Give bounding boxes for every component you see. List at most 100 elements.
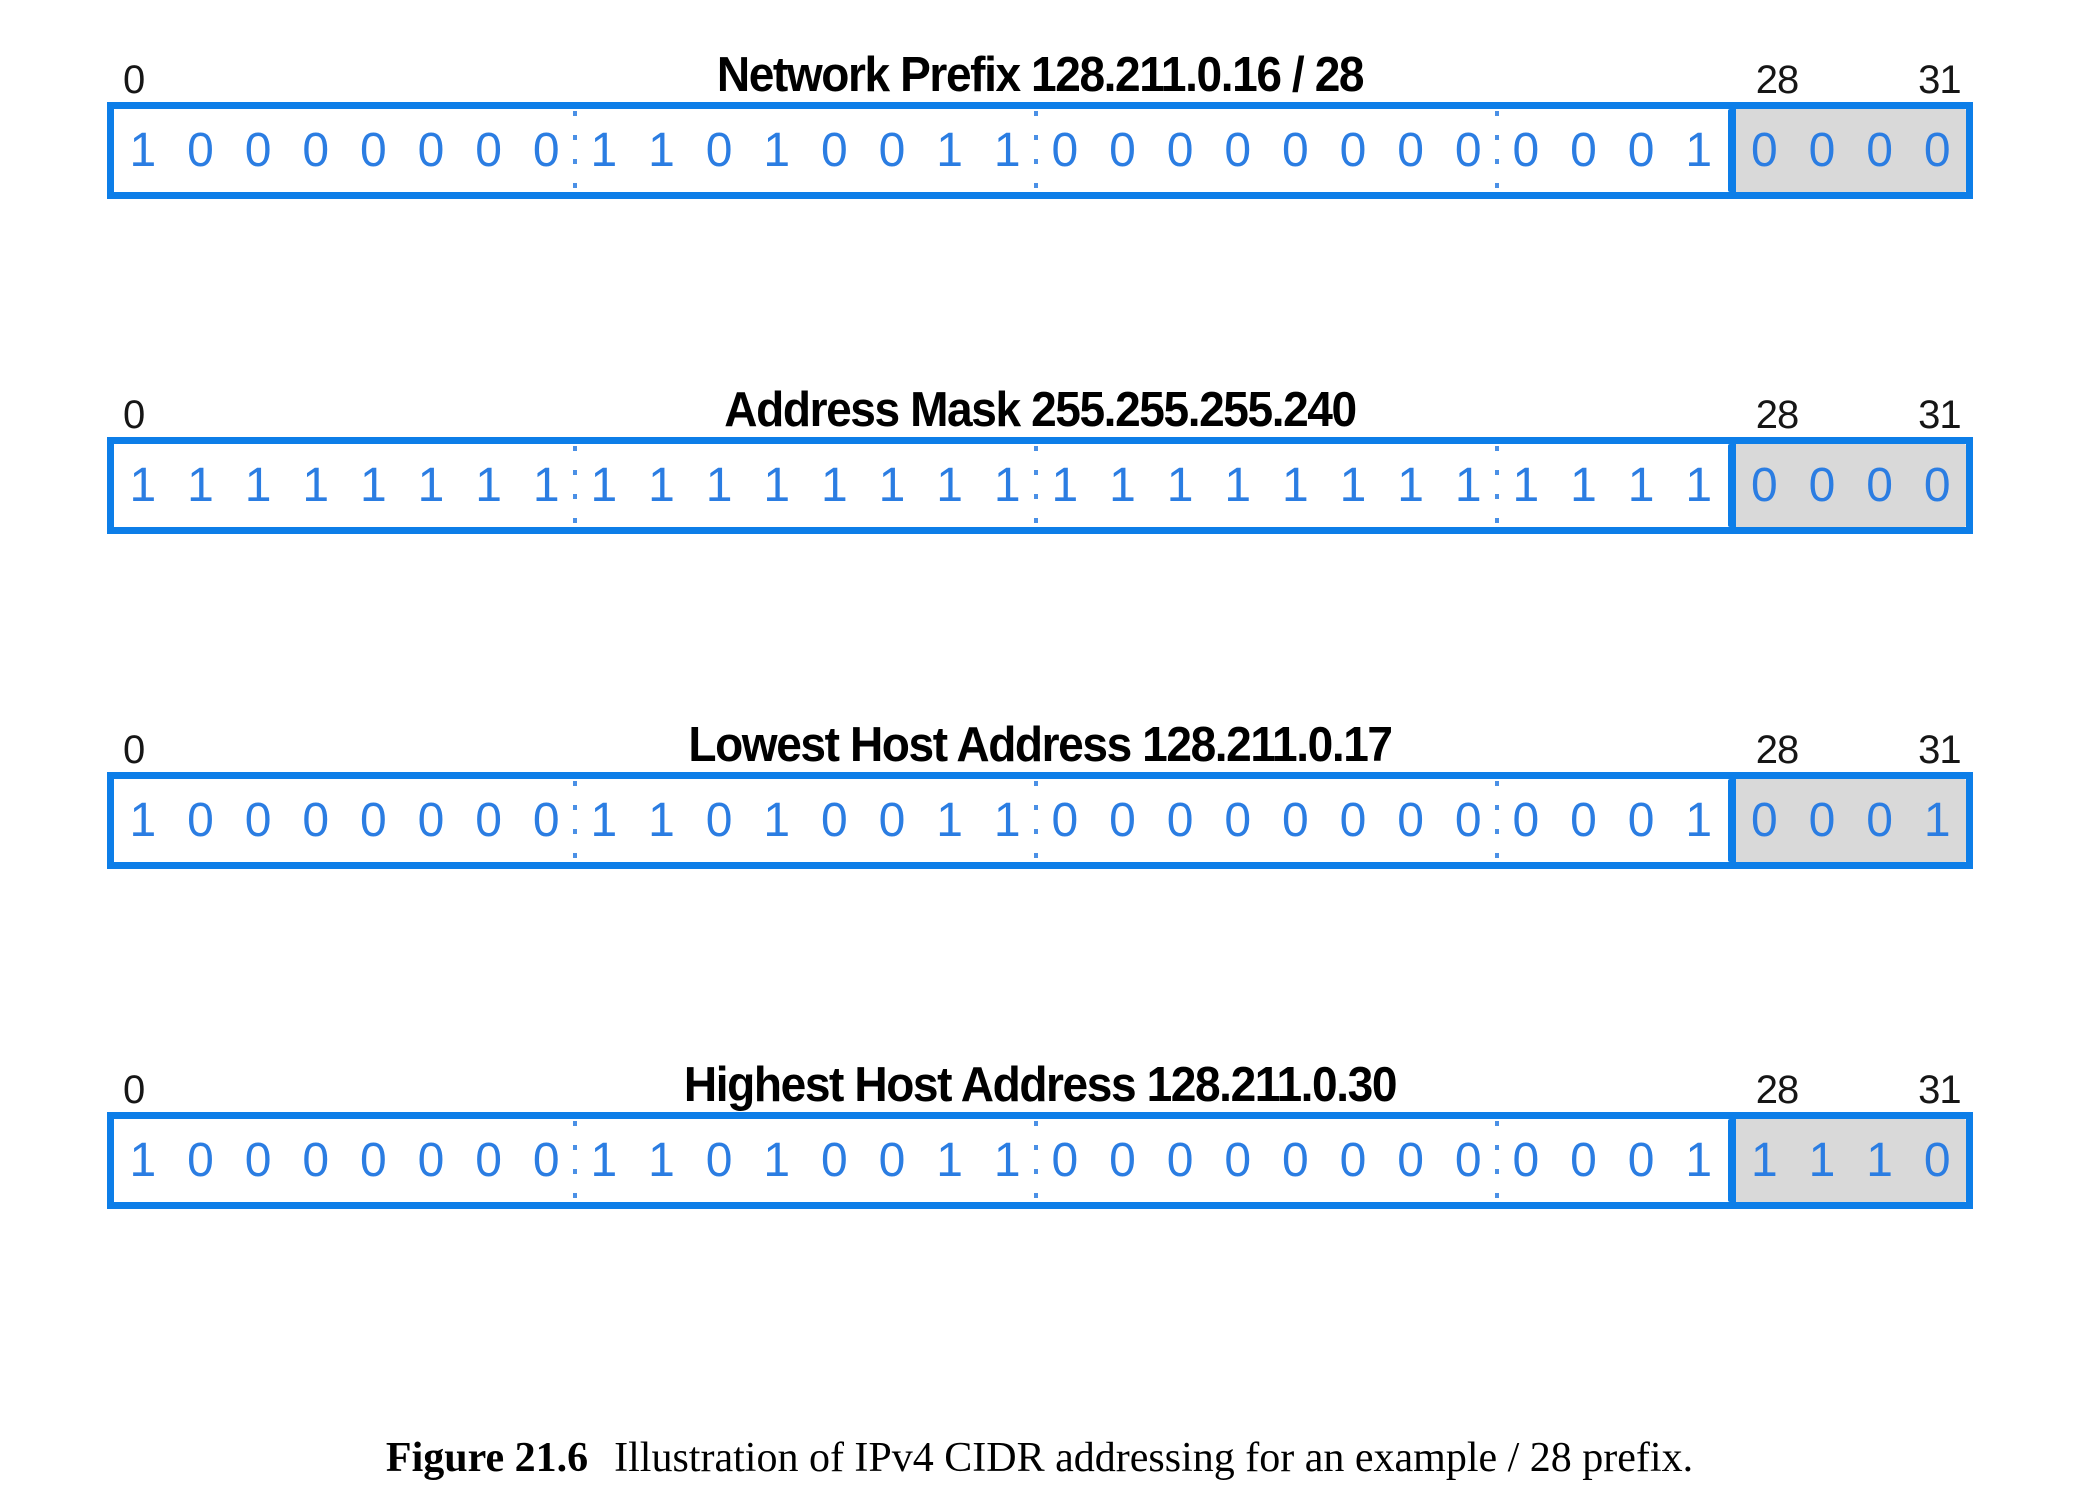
bit-cell: 1 (978, 444, 1038, 527)
bit-cell: 1 (936, 794, 963, 847)
row-title: Address Mask 255.255.255.240 (724, 383, 1357, 437)
bit-cell: 0 (244, 124, 272, 177)
bit-index-28-label: 28 (1755, 393, 1799, 437)
bit-cell: 0 (244, 794, 272, 847)
bit-cell: 0 (475, 124, 502, 177)
bit-index-0-label: 0 (123, 1068, 145, 1112)
bit-ruler: 0 Network Prefix 128.211.0.16 / 28 28 31 (107, 28, 1973, 102)
bit-cell: 1 (1339, 459, 1367, 512)
bit-cell: 1 (648, 124, 675, 177)
bit-cell: 0 (1281, 124, 1309, 177)
bit-cell: 0 (1109, 794, 1136, 847)
bit-index-0-label: 0 (123, 728, 145, 772)
bit-cell: 1 (1866, 1134, 1893, 1187)
bitfield-row-network-prefix: 0 Network Prefix 128.211.0.16 / 28 28 31… (107, 28, 1973, 199)
bit-cell: 0 (878, 124, 906, 177)
bit-cell: 1 (1750, 1134, 1778, 1187)
bit-cell: 0 (1281, 1134, 1309, 1187)
bit-cell: 0 (1923, 124, 1951, 177)
bit-cell: 0 (1439, 779, 1499, 862)
bit-cell: 0 (1166, 794, 1194, 847)
bit-cell: 0 (1439, 109, 1499, 192)
bit-cell: 1 (129, 1134, 157, 1187)
bit-cell: 0 (1224, 124, 1252, 177)
figure-caption-label: Figure 21.6 (385, 1435, 589, 1481)
bit-cell: 1 (763, 1134, 791, 1187)
bit-cell: 0 (705, 794, 733, 847)
bit-cell: 1 (1570, 459, 1597, 512)
bit-index-31-label: 31 (1918, 728, 1961, 772)
bit-cell: 0 (1866, 459, 1893, 512)
bit-cell: 0 (1439, 1119, 1499, 1202)
bit-cell: 1 (1224, 459, 1252, 512)
bit-cell: 0 (517, 1119, 577, 1202)
bit-cell: 1 (763, 459, 791, 512)
bit-cell: 1 (978, 779, 1038, 862)
bit-cell: 1 (763, 124, 791, 177)
bit-cell: 0 (1109, 124, 1136, 177)
bit-cell: 1 (1439, 444, 1499, 527)
bit-cell: 1 (517, 444, 577, 527)
bit-cell: 0 (1570, 1134, 1597, 1187)
bit-cell: 1 (417, 459, 445, 512)
bit-cell: 1 (705, 459, 733, 512)
bit-cell: 0 (417, 794, 445, 847)
bit-cell: 0 (1397, 794, 1424, 847)
bit-cell: 1 (359, 459, 387, 512)
bit-cell: 0 (1627, 1134, 1655, 1187)
bit-cell: 0 (1866, 794, 1893, 847)
bit-index-31-label: 31 (1918, 1068, 1961, 1112)
bit-cell: 1 (590, 794, 618, 847)
bit-cell: 1 (1397, 459, 1424, 512)
bit-cell: 0 (1051, 124, 1079, 177)
bit-cell: 1 (1808, 1134, 1836, 1187)
bit-cell: 0 (1281, 794, 1309, 847)
bit-cell: 1 (1685, 794, 1713, 847)
bit-cell: 1 (648, 459, 675, 512)
bit-cell: 0 (1750, 459, 1778, 512)
bit-index-0-label: 0 (123, 393, 145, 437)
bit-cell: 0 (517, 109, 577, 192)
bit-cell: 0 (1512, 794, 1540, 847)
bit-cell: 0 (1923, 1134, 1951, 1187)
bit-cell: 0 (302, 124, 330, 177)
bit-cell: 1 (1923, 794, 1951, 847)
bit-cell: 0 (417, 124, 445, 177)
bit-cell: 0 (187, 124, 214, 177)
bit-cell: 0 (820, 794, 848, 847)
bit-ruler: 0 Lowest Host Address 128.211.0.17 28 31 (107, 698, 1973, 772)
bit-index-31-label: 31 (1918, 393, 1961, 437)
bit-cell: 0 (1750, 794, 1778, 847)
bit-cell: 1 (1109, 459, 1136, 512)
bit-cell: 0 (1339, 1134, 1367, 1187)
bit-cell: 1 (475, 459, 502, 512)
row-title: Lowest Host Address 128.211.0.17 (688, 718, 1393, 772)
bit-cell: 0 (475, 1134, 502, 1187)
bit-cell: 1 (129, 459, 157, 512)
bit-cell: 0 (1512, 1134, 1540, 1187)
bit-cell: 1 (129, 124, 157, 177)
bit-cell: 0 (302, 1134, 330, 1187)
bit-cell: 0 (1166, 1134, 1194, 1187)
bit-cell: 1 (590, 1134, 618, 1187)
row-title: Highest Host Address 128.211.0.30 (683, 1058, 1398, 1112)
bit-index-28-label: 28 (1755, 1068, 1799, 1112)
bit-cell: 1 (590, 459, 618, 512)
bitfield-row-lowest-host: 0 Lowest Host Address 128.211.0.17 28 31… (107, 698, 1973, 869)
bit-ruler: 0 Highest Host Address 128.211.0.30 28 3… (107, 1038, 1973, 1112)
bit-cell: 1 (1512, 459, 1540, 512)
bit-cell: 1 (1166, 459, 1194, 512)
bit-cell: 1 (648, 794, 675, 847)
bit-cell: 0 (820, 1134, 848, 1187)
